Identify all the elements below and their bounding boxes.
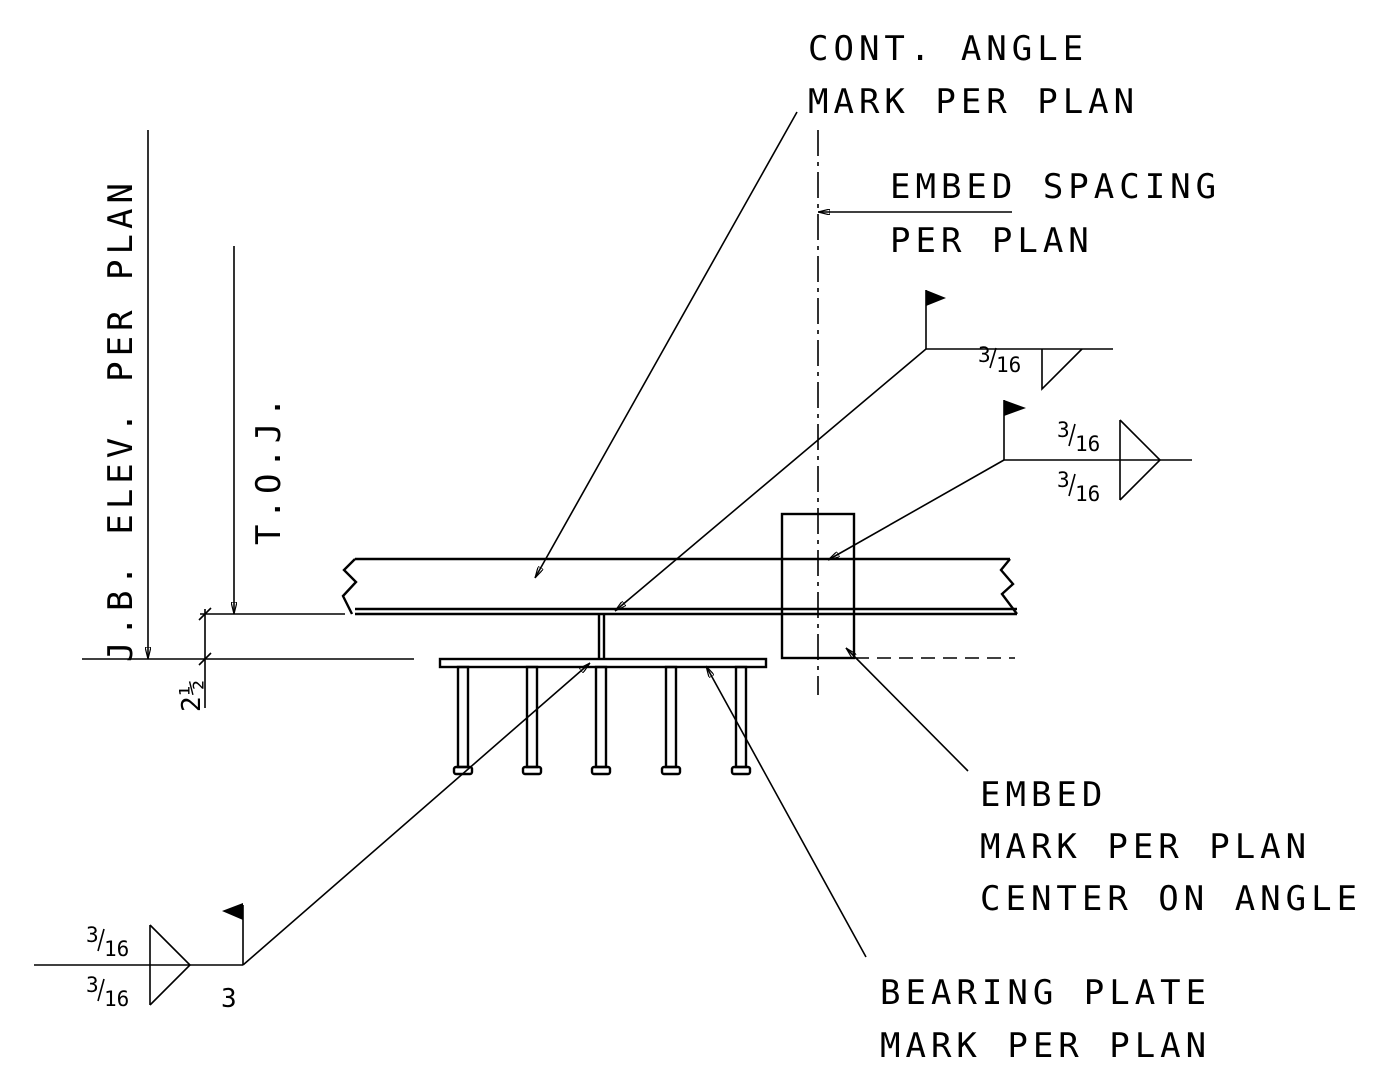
weld-size-top-denominator: 16 — [1075, 432, 1100, 456]
cont-angle-label-line1: CONT. ANGLE — [808, 29, 1088, 69]
embed-label-line2: MARK PER PLAN — [980, 827, 1311, 867]
weld-size-denominator: 16 — [996, 353, 1021, 377]
weld-size-bottom-denominator: 16 — [104, 987, 129, 1011]
embed-label-line3: CENTER ON ANGLE — [980, 879, 1362, 919]
weld-size-bottom-numerator: 3 — [86, 973, 99, 997]
embed-spacing-label-line1: EMBED SPACING — [890, 167, 1221, 207]
cont-angle-leader — [534, 111, 798, 578]
stud — [660, 665, 682, 776]
stud — [590, 665, 612, 776]
stud — [730, 665, 752, 776]
stud — [521, 665, 543, 776]
weld-symbol-joist-to-plate: 3 16 3 16 3 — [34, 662, 591, 1014]
embed-spacing-label-line2: PER PLAN — [890, 221, 1094, 261]
weld-size-top-numerator: 3 — [1057, 418, 1070, 442]
bearing-plate-leader — [705, 666, 867, 958]
stud — [452, 665, 474, 776]
bearing-plate — [438, 657, 768, 669]
embed-label-line1: EMBED — [980, 775, 1107, 815]
weld-length: 3 — [221, 984, 237, 1014]
headed-studs — [452, 665, 752, 776]
weld-symbol-angle-to-embed: 3 16 3 16 — [828, 400, 1192, 561]
weld-symbol-embed-to-angle: 3 16 — [614, 290, 1113, 612]
field-weld-flag-icon — [926, 290, 946, 306]
jb-elev-label: J.B. ELEV. PER PLAN — [101, 178, 141, 662]
bearing-plate-label-line1: BEARING PLATE — [880, 973, 1211, 1013]
toj-label: T.O.J. — [249, 392, 289, 545]
weld-size-bottom-numerator: 3 — [1057, 468, 1070, 492]
weld-size-bottom-denominator: 16 — [1075, 482, 1100, 506]
continuous-angle — [341, 557, 1018, 616]
embed-leader — [845, 647, 969, 772]
field-weld-flag-icon — [222, 903, 243, 920]
weld-size-top-denominator: 16 — [104, 937, 129, 961]
weld-size-top-numerator: 3 — [86, 923, 99, 947]
field-weld-flag-icon — [1004, 400, 1026, 416]
joist-web — [597, 614, 606, 659]
weld-size-numerator: 3 — [978, 343, 991, 367]
cont-angle-label-line2: MARK PER PLAN — [808, 82, 1139, 122]
bearing-plate-label-line2: MARK PER PLAN — [880, 1026, 1211, 1066]
bearing-offset-dimension: 2½ — [177, 607, 212, 712]
bearing-offset-text: 2½ — [177, 679, 207, 712]
